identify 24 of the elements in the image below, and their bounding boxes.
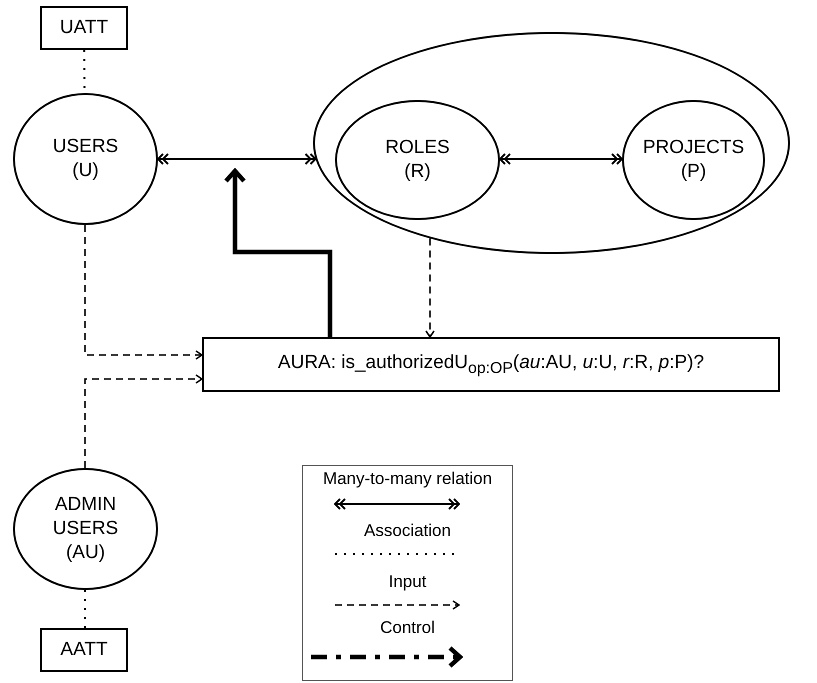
- attribute-box: [40, 628, 128, 672]
- node-label: USERS (U): [52, 135, 118, 183]
- function-box: [202, 337, 780, 392]
- control-arrow: [224, 168, 332, 337]
- legend-label: Control: [379, 618, 436, 638]
- entity-ellipse: [13, 468, 158, 590]
- group-ellipse: [313, 32, 790, 254]
- node-label: UATT: [60, 16, 108, 40]
- attribute-box: [40, 6, 128, 50]
- legend-label: Association: [363, 521, 452, 541]
- association-line: [84, 590, 86, 628]
- input-arrow: [84, 374, 203, 468]
- function-label: AURA: is_authorizedU$_{op:OP}$(au:AU, u:U, r:R, p:P)?: [278, 350, 704, 378]
- legend-label: Many-to-many relation: [322, 469, 494, 489]
- legend-label: Input: [388, 572, 428, 592]
- node-label: PROJECTS (P): [642, 136, 744, 184]
- input-arrow: [84, 225, 203, 360]
- node-label: AATT: [60, 638, 108, 662]
- entity-ellipse: [622, 100, 765, 220]
- node-label: ROLES (R): [385, 136, 450, 184]
- node-label: ADMIN USERS (AU): [52, 493, 118, 565]
- entity-ellipse: [13, 93, 158, 225]
- input-arrow: [425, 238, 435, 338]
- entity-ellipse: [335, 100, 500, 220]
